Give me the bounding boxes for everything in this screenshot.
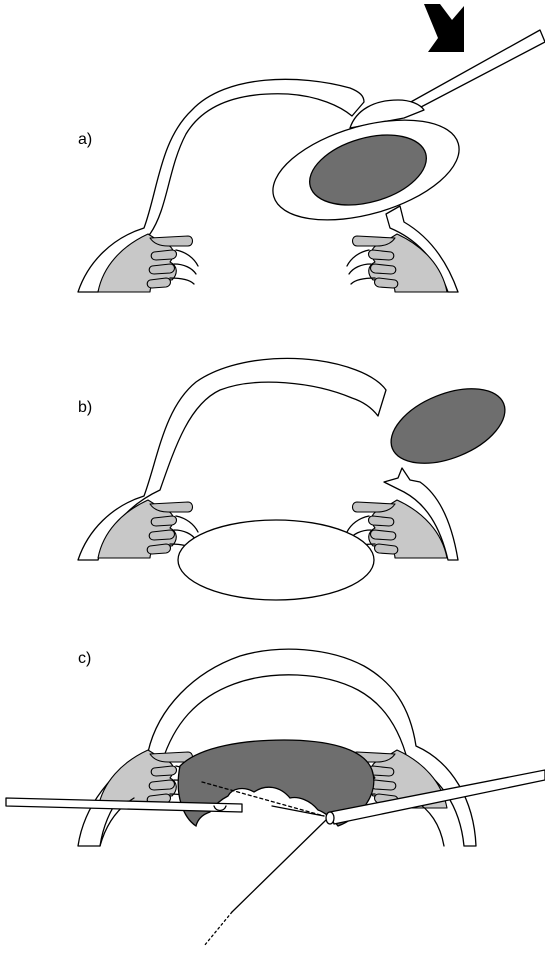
panel-a-label: a) bbox=[78, 131, 92, 149]
aim-down-line-c bbox=[232, 820, 326, 912]
panel-b-label: b) bbox=[78, 399, 92, 417]
panel-c-drawing bbox=[6, 649, 545, 946]
dark-lens-b bbox=[380, 374, 515, 478]
ciliary-right-a bbox=[347, 234, 447, 292]
arrow-down-left-icon bbox=[424, 4, 464, 52]
natural-lens-b bbox=[178, 520, 374, 600]
panel-b-drawing bbox=[78, 358, 516, 600]
ciliary-left-a bbox=[98, 234, 198, 292]
panel-a-drawing bbox=[78, 4, 545, 292]
aim-down-dashed-c bbox=[204, 912, 232, 946]
right-probe-tip-c bbox=[326, 812, 334, 824]
panel-c-label: c) bbox=[78, 650, 91, 668]
